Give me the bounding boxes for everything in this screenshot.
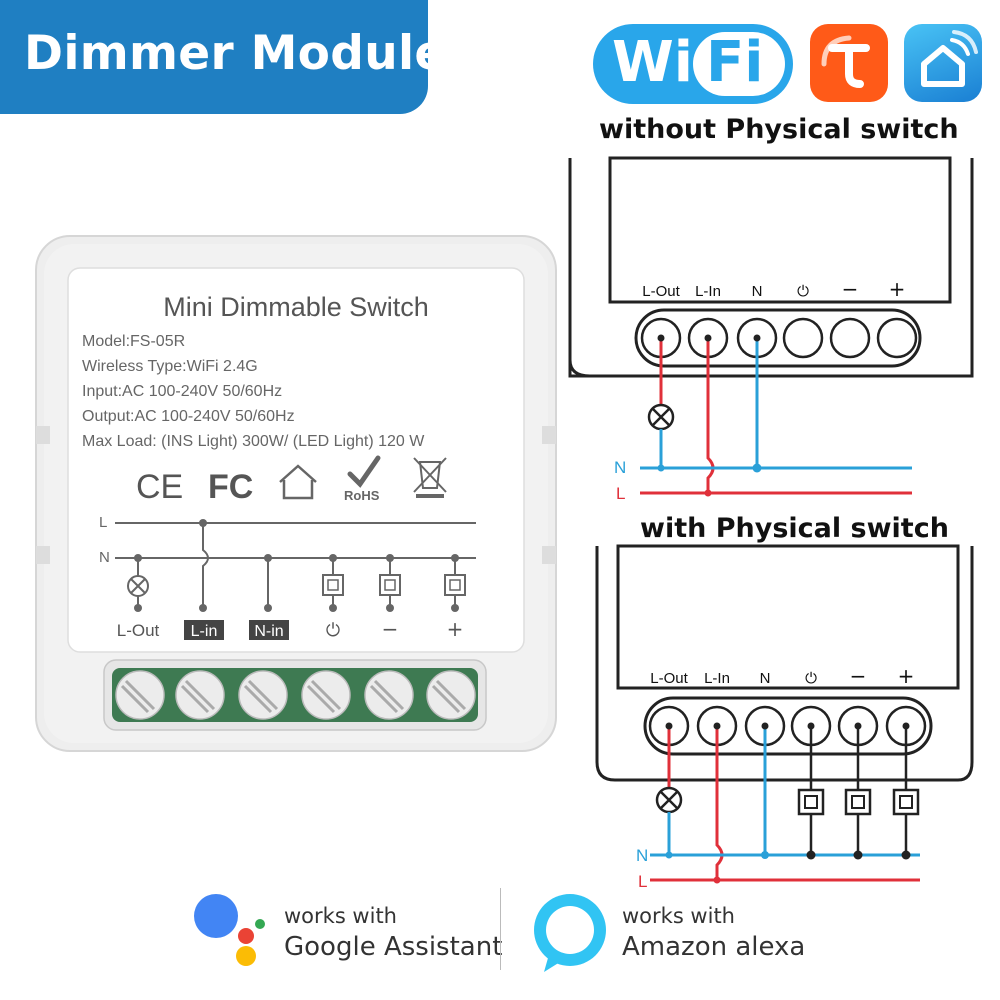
bottom-switch-2-icon (844, 726, 872, 855)
top-terminal-n: N (752, 283, 763, 300)
device-model: Model:FS-05R (82, 333, 185, 350)
schematic-button-3-icon (444, 554, 466, 612)
schematic-terminal-plus: + (447, 617, 464, 641)
tuya-smart-icon (810, 24, 888, 102)
schematic-terminal-nin: N-in (254, 623, 283, 640)
top-terminal-lin: L-In (695, 283, 721, 300)
screw-3-icon (238, 670, 288, 720)
bottom-neutral-label: N (636, 846, 648, 865)
tuya-glyph-icon (821, 35, 870, 88)
smart-home-icon (904, 24, 982, 102)
top-terminal-power: ⏻ (797, 282, 809, 300)
schematic-button-1-icon (322, 554, 344, 612)
screw-6-icon (426, 670, 476, 720)
banner-title: Dimmer Module (24, 26, 447, 81)
bottom-terminal-n: N (760, 670, 771, 687)
screw-5-icon (364, 670, 414, 720)
rohs-mark: RoHS (344, 488, 380, 503)
schematic-terminal-minus: − (382, 617, 399, 641)
screw-terminals (115, 670, 476, 720)
bottom-lamp-icon (655, 786, 683, 814)
device-wireless: Wireless Type:WiFi 2.4G (82, 358, 258, 375)
house-icon (279, 464, 317, 500)
screw-1-icon (115, 670, 165, 720)
bottom-terminal-lout: L-Out (650, 670, 688, 687)
top-diagram-heading: without Physical switch (599, 114, 959, 145)
ce-mark: CE (136, 468, 183, 506)
bottom-switch-1-icon (797, 726, 825, 855)
google-assistant-icon (194, 894, 265, 966)
schematic-terminal-lin: L-in (191, 623, 218, 640)
device-title: Mini Dimmable Switch (163, 292, 429, 322)
amazon-alexa-label: Amazon alexa (622, 932, 806, 962)
fc-mark: FC (208, 468, 253, 506)
bottom-wiring-diagram: L-Out L-In N ⏻ − + (595, 544, 974, 891)
bottom-diagram-heading: with Physical switch (640, 513, 949, 544)
wifi-logo-fi: Fi (706, 30, 764, 95)
schematic-button-2-icon (379, 554, 401, 612)
google-works-with: works with (284, 904, 397, 928)
top-neutral-label: N (614, 458, 626, 477)
schematic-l-label: L (99, 514, 107, 531)
schematic-terminal-lout: L-Out (117, 621, 160, 640)
weee-bin-icon (413, 457, 447, 498)
google-assistant-label: Google Assistant (284, 932, 503, 962)
screw-2-icon (175, 670, 225, 720)
title-banner: Dimmer Module (0, 0, 446, 114)
wifi-logo-fi-box (693, 32, 785, 96)
rohs-check-icon (347, 455, 381, 488)
home-glyph-icon (921, 30, 978, 87)
bottom-terminal-minus: − (850, 664, 867, 688)
dimmer-device: Mini Dimmable Switch Model:FS-05R Wirele… (35, 235, 557, 752)
top-lamp-icon (647, 403, 675, 431)
footer-divider (500, 888, 501, 970)
bottom-terminal-power: ⏻ (805, 669, 817, 687)
device-output: Output:AC 100-240V 50/60Hz (82, 408, 295, 425)
top-live-label: L (616, 484, 625, 503)
schematic-terminal-power: ⏻ (326, 620, 340, 641)
bottom-terminal-plus: + (898, 664, 915, 688)
alexa-icon (534, 894, 606, 972)
top-terminal-lout: L-Out (642, 283, 680, 300)
top-wiring-diagram: L-Out L-In N ⏻ − + N L (568, 156, 974, 503)
bottom-switch-3-icon (892, 726, 920, 855)
top-terminal-plus: + (889, 277, 906, 301)
schematic-n-label: N (99, 549, 110, 566)
alexa-works-with: works with (622, 904, 735, 928)
device-input: Input:AC 100-240V 50/60Hz (82, 383, 282, 400)
bottom-terminal-lin: L-In (704, 670, 730, 687)
screw-4-icon (301, 670, 351, 720)
top-terminal-minus: − (842, 277, 859, 301)
wifi-logo-wi: Wi (612, 30, 693, 95)
bottom-live-label: L (638, 872, 647, 891)
device-max-load: Max Load: (INS Light) 300W/ (LED Light) … (82, 433, 425, 450)
